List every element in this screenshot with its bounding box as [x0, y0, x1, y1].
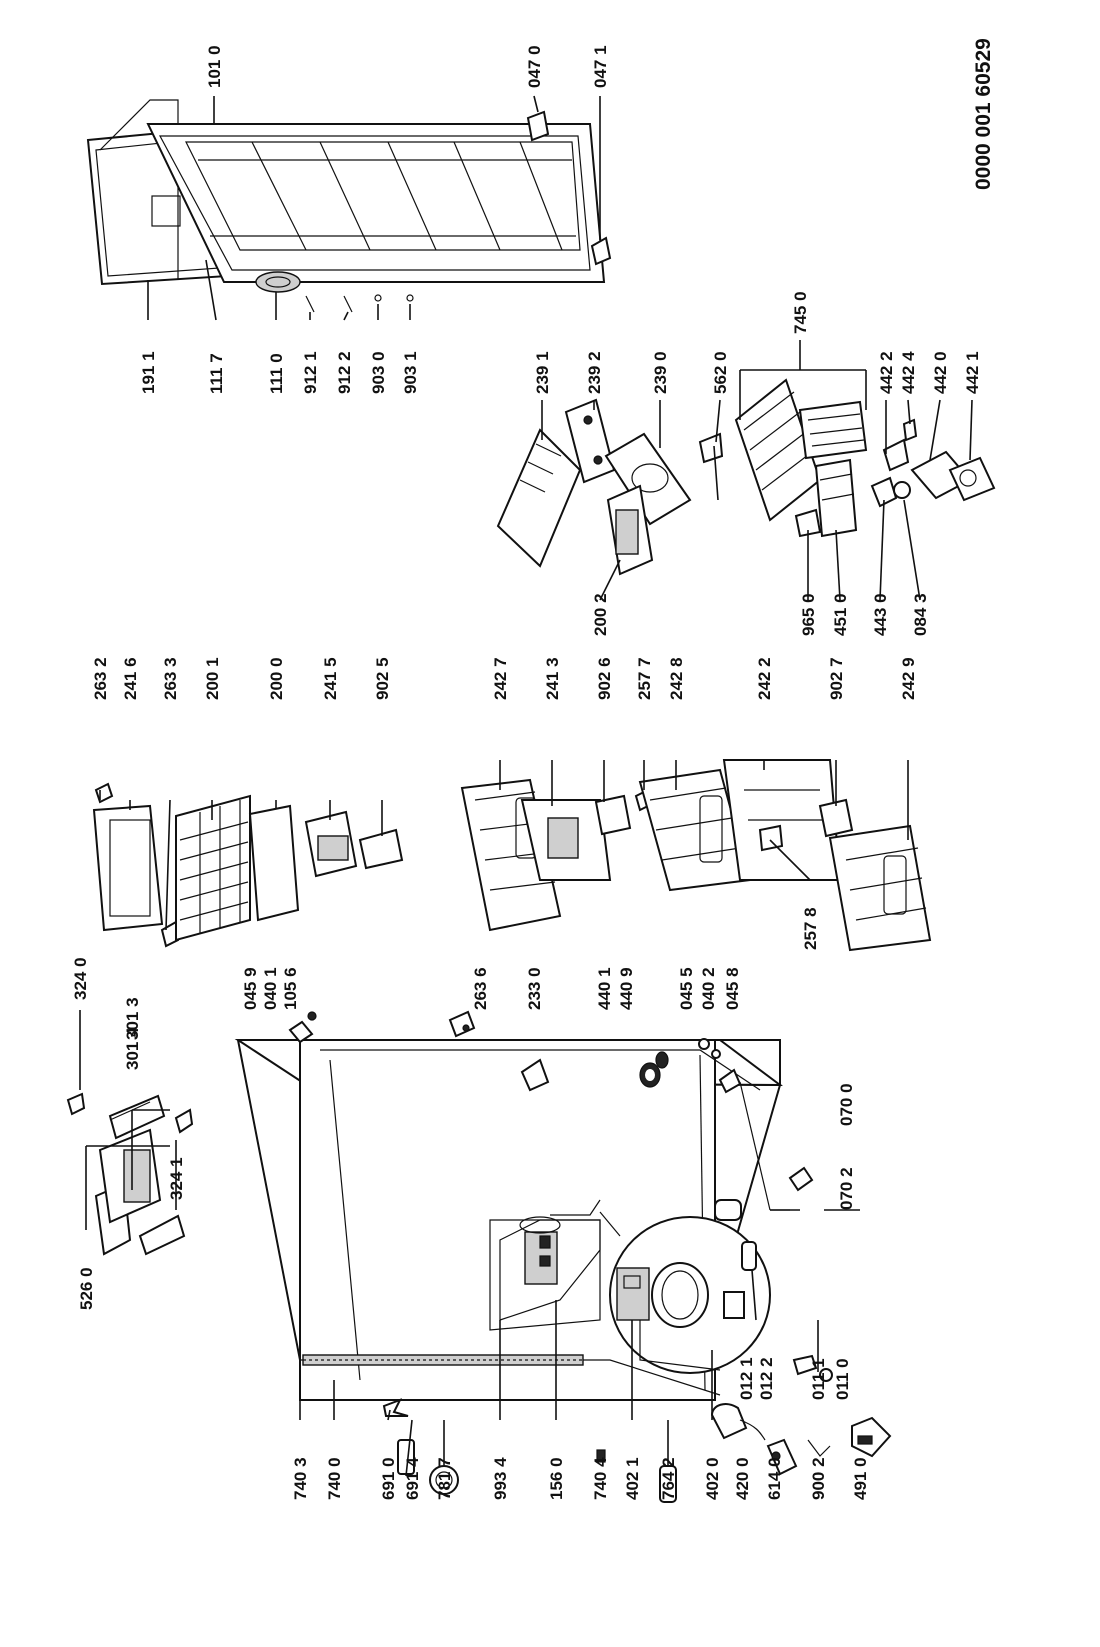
- label-1117: 111 7: [207, 353, 226, 394]
- label-2578: 257 8: [801, 907, 820, 950]
- label-4422: 442 2: [877, 351, 896, 394]
- small-parts-left: [382, 1038, 892, 1503]
- label-2415: 241 5: [321, 657, 340, 700]
- label-0702: 070 2: [837, 1167, 856, 1210]
- document-code: 0000 001 60529: [972, 38, 995, 190]
- label-1010: 101 0: [205, 45, 224, 88]
- label-2413: 241 3: [543, 657, 562, 700]
- label-2000: 200 0: [267, 657, 286, 700]
- label-3241: 324 1: [167, 1157, 186, 1200]
- label-9122: 912 2: [335, 351, 354, 394]
- label-1056: 105 6: [281, 967, 300, 1010]
- label-2330: 233 0: [525, 967, 544, 1010]
- label-4200: 420 0: [733, 1457, 752, 1500]
- label-5620: 562 0: [711, 351, 730, 394]
- label-4421: 442 1: [963, 351, 982, 394]
- shelf-grid: [179, 800, 249, 934]
- label-3013: 301 3: [123, 997, 142, 1040]
- label-4409: 440 9: [617, 967, 636, 1010]
- shelf-parts: [92, 782, 404, 948]
- drawers: [460, 759, 932, 952]
- label-4430: 443 0: [871, 593, 890, 636]
- wall-parts: [288, 1010, 669, 1092]
- evaporator-parts: [496, 378, 996, 576]
- label-1911: 191 1: [139, 351, 158, 394]
- label-2416: 241 6: [121, 657, 140, 700]
- label-9025: 902 5: [373, 657, 392, 700]
- label-7642: 764 2: [659, 1457, 678, 1500]
- label-2577: 257 7: [635, 657, 654, 700]
- label-0402: 040 2: [699, 967, 718, 1010]
- label-5260: 526 0: [77, 1267, 96, 1310]
- label-9934: 993 4: [491, 1457, 510, 1500]
- label-0458: 045 8: [723, 967, 742, 1010]
- label-9121: 912 1: [301, 351, 320, 394]
- label-0459: 045 9: [241, 967, 260, 1010]
- label-0401: 040 1: [261, 967, 280, 1010]
- label-4420: 442 0: [931, 351, 950, 394]
- label-4020: 402 0: [703, 1457, 722, 1500]
- label-2001: 200 1: [203, 657, 222, 700]
- label-6140: 614 0: [765, 1457, 784, 1500]
- label-2429: 242 9: [899, 657, 918, 700]
- label-9650: 965 0: [799, 593, 818, 636]
- label-4401: 440 1: [595, 967, 614, 1010]
- label-0700: 070 0: [837, 1083, 856, 1126]
- label-3014: 301 4: [123, 1027, 142, 1070]
- label-4510: 451 0: [831, 593, 850, 636]
- label-6914: 691 4: [403, 1457, 422, 1500]
- handle-parts: [66, 1092, 194, 1256]
- label-0843: 084 3: [911, 593, 930, 636]
- label-7400: 740 0: [325, 1457, 344, 1500]
- label-9030: 903 0: [369, 351, 388, 394]
- label-4910: 491 0: [851, 1457, 870, 1500]
- label-2633: 263 3: [161, 657, 180, 700]
- label-7403: 740 3: [291, 1457, 310, 1500]
- label-2636: 263 6: [471, 967, 490, 1010]
- compressor-area: [489, 1199, 771, 1374]
- label-2391: 239 1: [533, 351, 552, 394]
- label-3240: 324 0: [71, 957, 90, 1000]
- label-0455: 045 5: [677, 967, 696, 1010]
- label-0111: 011 1: [809, 1358, 828, 1400]
- drawing: [66, 99, 996, 1503]
- label-1560: 156 0: [547, 1457, 566, 1500]
- label-2002: 200 2: [591, 593, 610, 636]
- leader-lines: [79, 95, 973, 1477]
- label-0121: 012 1: [737, 1357, 756, 1400]
- label-7450: 745 0: [791, 291, 810, 334]
- label-4021: 402 1: [623, 1457, 642, 1500]
- label-7404: 740 4: [591, 1457, 610, 1500]
- label-9026: 902 6: [595, 657, 614, 700]
- part-labels: 740 3 740 0 691 0 691 4 781 7 993 4 156 …: [71, 38, 995, 1500]
- label-2392: 239 2: [585, 351, 604, 394]
- label-0470: 047 0: [525, 45, 544, 88]
- label-9031: 903 1: [401, 351, 420, 394]
- label-1110: 111 0: [267, 353, 286, 394]
- label-0110: 011 0: [833, 1358, 852, 1400]
- label-4424: 442 4: [899, 351, 918, 394]
- label-2428: 242 8: [667, 657, 686, 700]
- label-2427: 242 7: [491, 657, 510, 700]
- label-2422: 242 2: [755, 657, 774, 700]
- door: [86, 99, 612, 313]
- label-6910: 691 0: [379, 1457, 398, 1500]
- label-2390: 239 0: [651, 351, 670, 394]
- label-9027: 902 7: [827, 657, 846, 700]
- label-2632: 263 2: [91, 657, 110, 700]
- label-7817: 781 7: [435, 1457, 454, 1500]
- label-9002: 900 2: [809, 1457, 828, 1500]
- label-0471: 047 1: [591, 45, 610, 88]
- label-0122: 012 2: [757, 1357, 776, 1400]
